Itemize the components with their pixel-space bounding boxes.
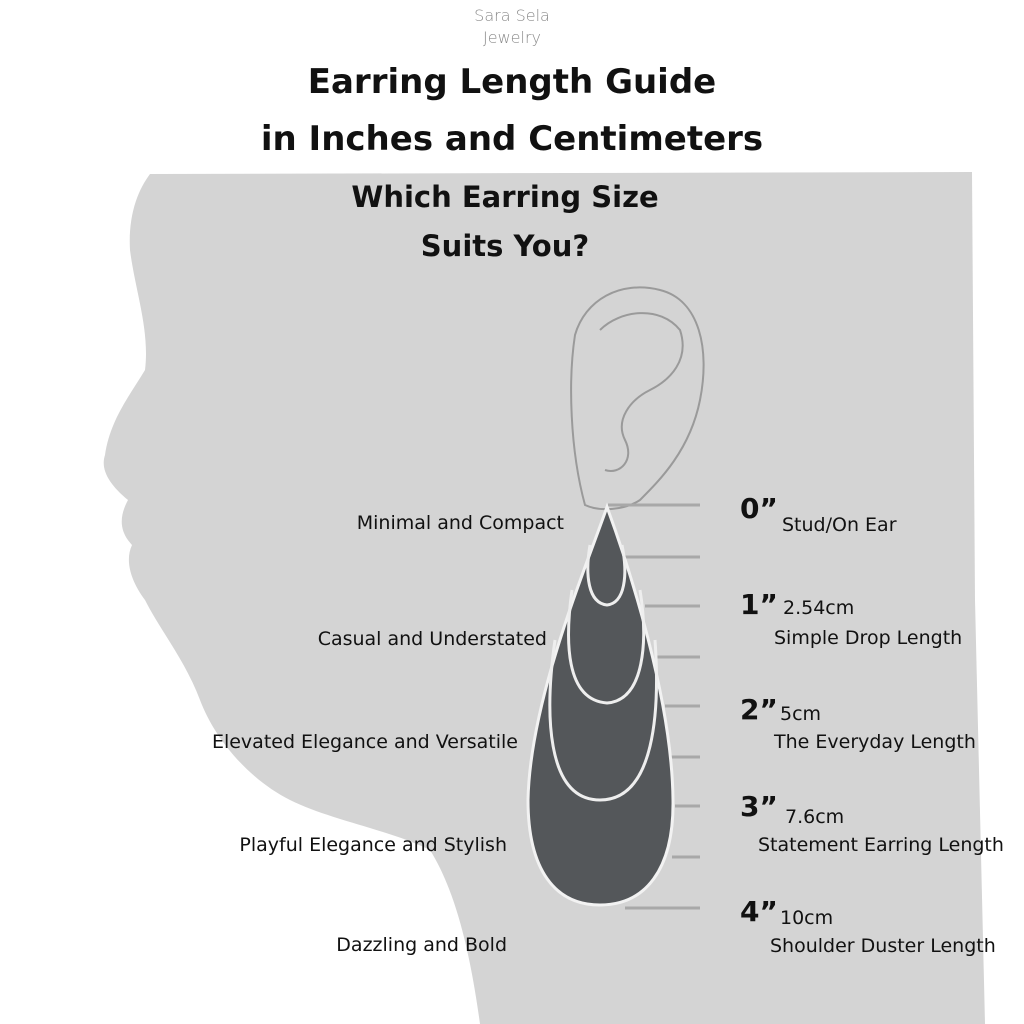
style-label: Minimal and Compact xyxy=(356,512,564,534)
earring-3inch-outline xyxy=(548,639,658,802)
length-name: Simple Drop Length xyxy=(774,627,963,649)
title-line-1: Earring Length Guide xyxy=(307,62,717,102)
length-name: Stud/On Ear xyxy=(782,514,897,536)
subtitle-line-2: Suits You? xyxy=(420,229,590,263)
brand-name: Sara Sela xyxy=(474,6,550,25)
length-inch-label: 4” xyxy=(740,895,778,928)
length-inch-label: 1” xyxy=(740,588,778,621)
ear-outline xyxy=(570,286,705,511)
subtitle-line-1: Which Earring Size xyxy=(351,180,659,214)
style-label: Dazzling and Bold xyxy=(336,934,507,956)
brand-subtitle: Jewelry xyxy=(483,28,541,47)
length-cm: 10cm xyxy=(780,907,834,929)
length-cm: 7.6cm xyxy=(785,806,845,828)
length-name: Shoulder Duster Length xyxy=(770,935,996,957)
style-label: Casual and Understated xyxy=(317,628,547,650)
length-cm: 5cm xyxy=(780,703,822,725)
style-label: Elevated Elegance and Versatile xyxy=(211,731,518,753)
length-inch-label: 3” xyxy=(740,790,778,823)
length-name: The Everyday Length xyxy=(774,731,976,753)
length-name: Statement Earring Length xyxy=(758,834,1004,856)
length-inch-label: 2” xyxy=(740,693,778,726)
length-ticks xyxy=(608,503,700,910)
length-inch-label: 0” xyxy=(740,492,778,525)
style-label: Playful Elegance and Stylish xyxy=(239,834,507,856)
head-silhouette xyxy=(103,172,986,1024)
earring-1inch-outline xyxy=(586,544,627,607)
earring-2inch-outline xyxy=(567,589,646,705)
title-line-2: in Inches and Centimeters xyxy=(260,119,764,159)
length-cm: 2.54cm xyxy=(783,597,855,619)
